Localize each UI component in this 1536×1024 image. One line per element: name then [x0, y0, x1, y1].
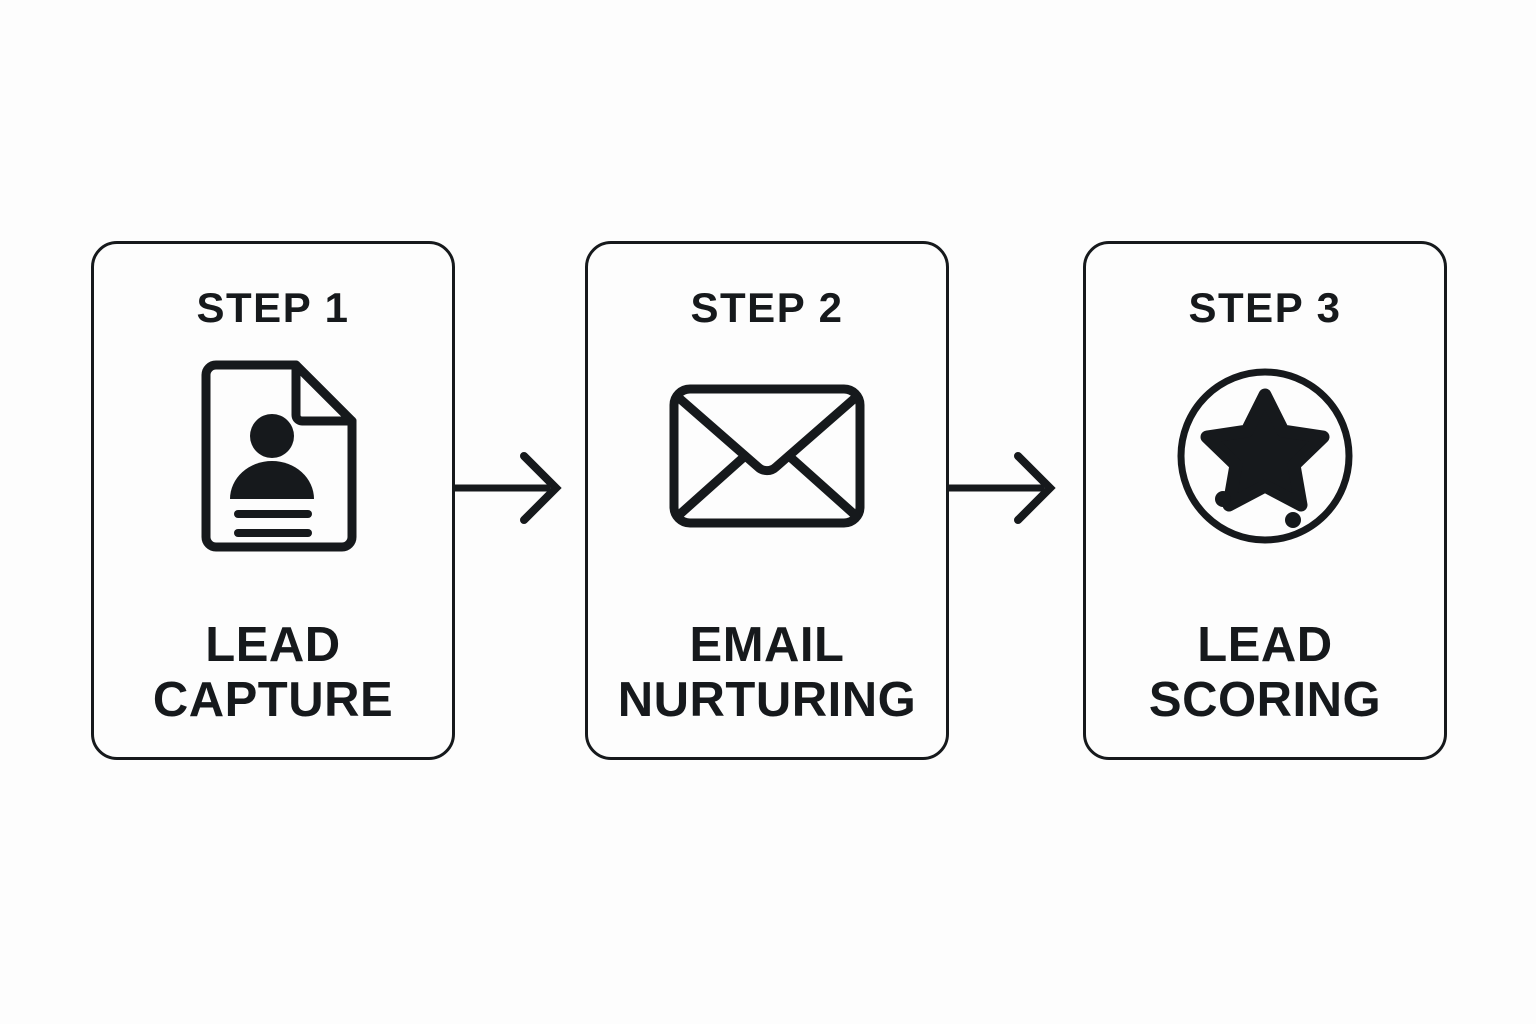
step-card-2[interactable]: STEP 2 EMAIL NURTURING: [585, 241, 949, 760]
document-person-icon: [201, 360, 356, 552]
star-in-circle-icon: [1177, 368, 1353, 544]
step-icon-3: [1175, 363, 1355, 549]
step-title-2-line-1: EMAIL: [689, 618, 845, 672]
step-label-3: STEP 3: [1188, 284, 1342, 331]
step-label-1: STEP 1: [196, 284, 350, 331]
step-title-1-line-2: CAPTURE: [152, 672, 394, 727]
step-title-3-line-2: SCORING: [1148, 672, 1382, 727]
step-label-2: STEP 2: [690, 284, 844, 331]
step-icon-2: [669, 363, 865, 549]
arrow-right-icon: [946, 452, 1056, 524]
step-title-1: LEAD CAPTURE: [94, 618, 452, 728]
step-icon-1: [192, 360, 356, 552]
arrow-step-1-to-2: [452, 447, 564, 529]
step-title-1-line-1: LEAD: [205, 618, 341, 672]
step-title-3: LEAD SCORING: [1086, 618, 1444, 728]
step-card-3[interactable]: STEP 3 LEAD SCORING: [1083, 241, 1447, 760]
arrow-right-icon: [452, 452, 562, 524]
arrow-step-2-to-3: [946, 447, 1058, 529]
step-title-3-line-1: LEAD: [1197, 618, 1333, 672]
step-title-2: EMAIL NURTURING: [588, 618, 946, 728]
step-title-2-line-2: NURTURING: [617, 672, 917, 727]
step-card-1[interactable]: STEP 1 LEAD CAPTURE: [91, 241, 455, 760]
envelope-icon: [669, 384, 865, 528]
